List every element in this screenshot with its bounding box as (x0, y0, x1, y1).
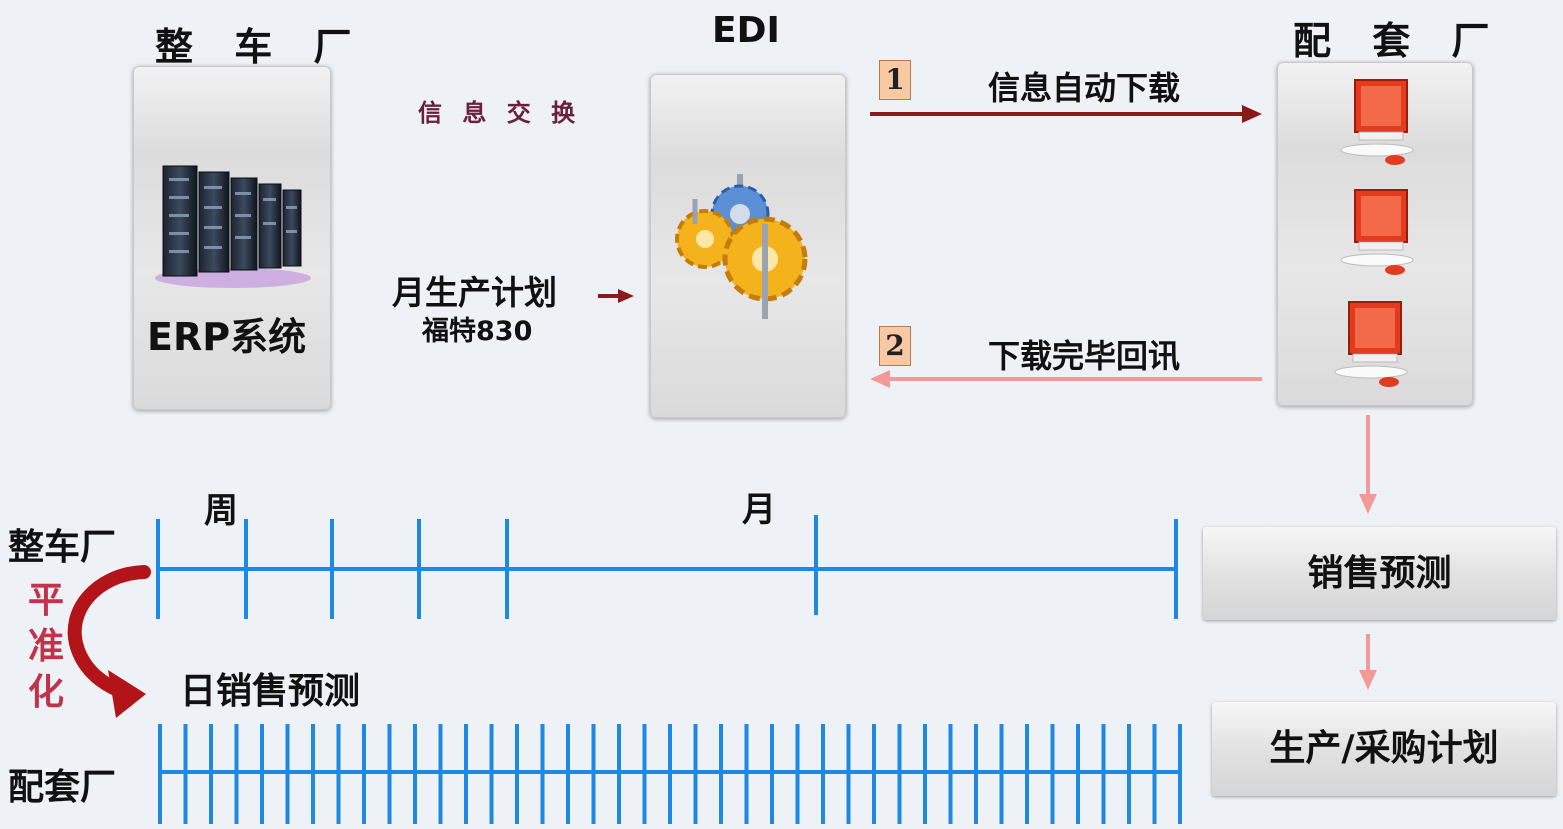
server-rack-icon (155, 165, 311, 288)
plan-to-edi-arrow (598, 289, 634, 303)
oem-timeline-label: 整车厂 (8, 527, 117, 568)
step2-badge: 2 (879, 326, 911, 366)
step1-label: 信息自动下载 (988, 69, 1181, 107)
forecast-to-plan-arrow (1359, 634, 1377, 690)
production-plan-label: 生产/采购计划 (1269, 728, 1499, 769)
daily-forecast-label: 日销售预测 (180, 671, 361, 712)
download-arrow (870, 105, 1262, 123)
week-label: 周 (204, 491, 238, 531)
ack-arrow (870, 370, 1262, 388)
edi-title: EDI (712, 10, 780, 51)
computer-workstation-icon (1334, 79, 1414, 387)
sales-forecast-box: 销售预测 (1203, 527, 1556, 620)
supplier-panel (1277, 62, 1473, 406)
supplier-title: 配 套 厂 (1293, 19, 1504, 63)
production-plan-box: 生产/采购计划 (1212, 702, 1556, 796)
supplier-timeline-label: 配套厂 (8, 767, 117, 808)
sales-forecast-label: 销售预测 (1307, 553, 1452, 594)
supplier-to-forecast-arrow (1359, 415, 1377, 514)
supplier-daily-timeline (158, 724, 1182, 824)
monthly-plan-label: 月生产计划 (392, 273, 557, 312)
oem-title: 整 车 厂 (155, 25, 366, 69)
step2-label: 下载完毕回讯 (988, 337, 1181, 375)
step1-badge: 1 (879, 60, 911, 100)
month-label: 月 (742, 490, 776, 530)
edi-panel (650, 74, 846, 418)
ford-code-label: 福特830 (422, 316, 533, 347)
gears-icon (675, 174, 808, 319)
leveling-label: 平准化 (28, 580, 65, 713)
leveling-curve-arrow (67, 565, 151, 718)
erp-panel: ERP系统 (133, 66, 331, 410)
exchange-label: 信 息 交 换 (418, 99, 582, 127)
erp-label: ERP系统 (147, 315, 307, 359)
oem-timeline (156, 515, 1178, 619)
